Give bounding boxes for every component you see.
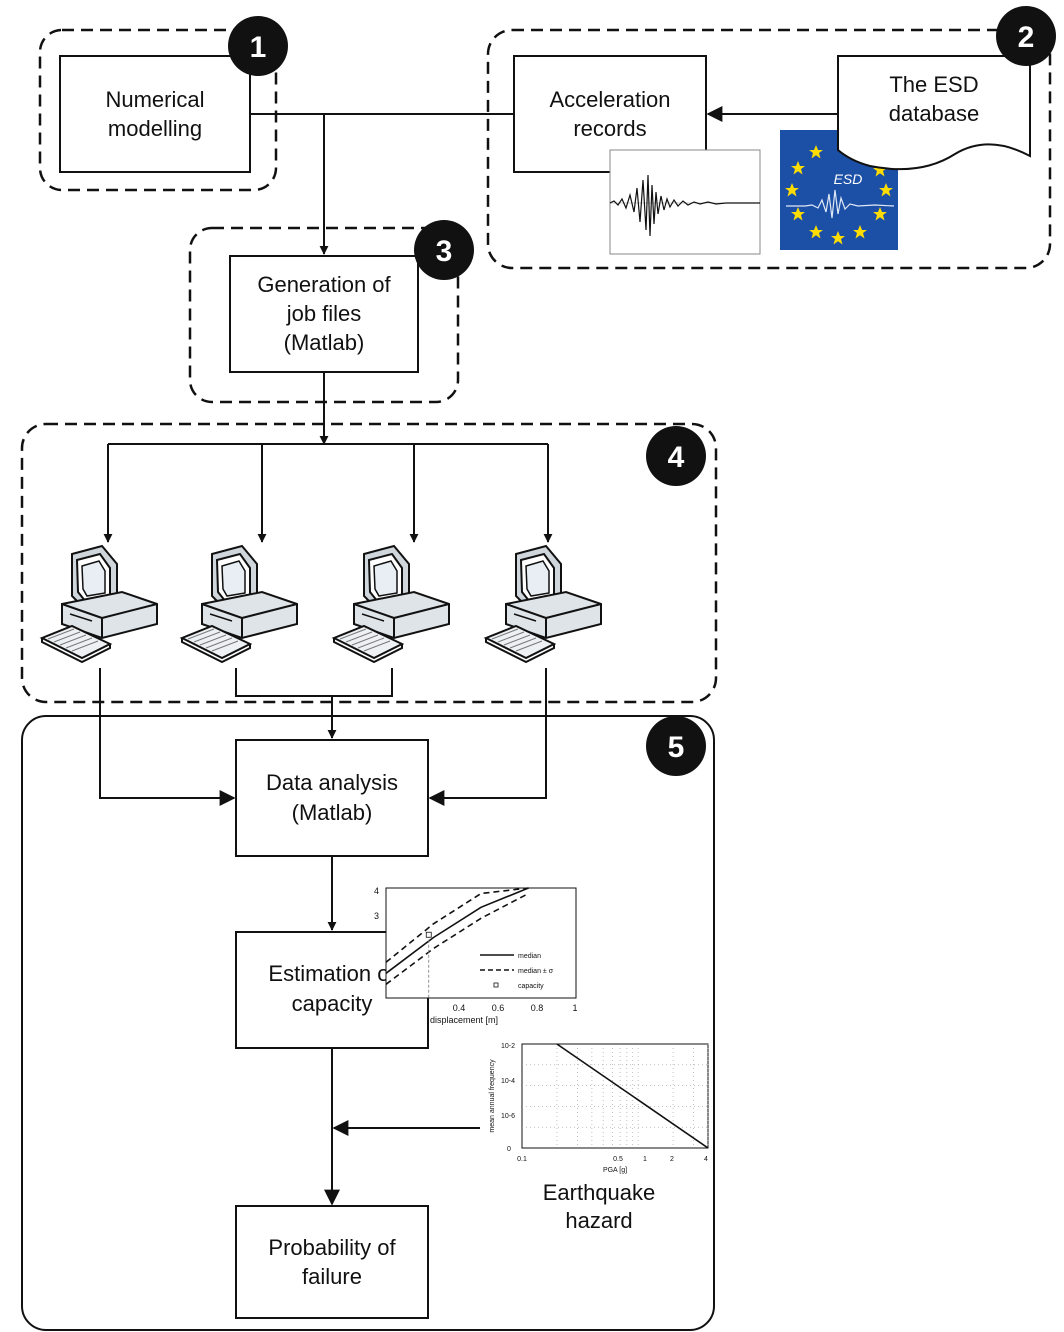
- badge-4: 4: [646, 426, 706, 486]
- job-files-line3: (Matlab): [284, 330, 365, 355]
- capacity-series-line: [385, 887, 529, 974]
- data-analysis-box: [235, 739, 429, 857]
- badge-4-label: 4: [668, 441, 685, 474]
- capacity-x-tick-0.4: 0.4: [453, 1003, 466, 1013]
- hazard-curve: [556, 1043, 709, 1149]
- numerical-modelling-line1: Numerical: [105, 87, 204, 112]
- hazard-chart-frame: [521, 1043, 709, 1149]
- capacity-line1: Estimation of: [268, 961, 396, 986]
- badge-1: 1: [228, 16, 288, 76]
- badge-3-circle: [414, 220, 474, 280]
- hazard-series-group: [556, 1043, 709, 1149]
- connectors: [99, 106, 838, 1206]
- esd-database-line1: The ESD: [889, 72, 978, 97]
- esd-database-line2: database: [889, 101, 980, 126]
- badge-3: 3: [414, 220, 474, 280]
- capacity-x-label: displacement [m]: [430, 1015, 498, 1025]
- acceleration-records-line1: Acceleration: [549, 87, 670, 112]
- badge-5: 5: [646, 716, 706, 776]
- computer-icon: [333, 545, 450, 663]
- hazard-grid: [522, 1044, 709, 1148]
- hazard-y-label: mean annual frequency: [489, 1059, 496, 1133]
- capacity-series-line: [385, 887, 529, 963]
- badge-2-circle: [996, 6, 1056, 66]
- badge-5-label: 5: [668, 731, 685, 764]
- capacity-chart-frame: [385, 887, 577, 999]
- hazard-x-tick-4: 4: [704, 1156, 708, 1163]
- badge-3-label: 3: [436, 235, 453, 268]
- hazard-x-tick-2: 2: [670, 1156, 674, 1163]
- group-5-frame: [21, 715, 715, 1331]
- document-icon: [837, 55, 1031, 171]
- badge-5-circle: [646, 716, 706, 776]
- capacity-chart: 4 3 0.4 0.6 0.8 1 displacement [m] media…: [374, 886, 578, 1025]
- acceleration-plot: [609, 149, 761, 255]
- hazard-y-tick-1e-4: 10-4: [501, 1078, 515, 1085]
- hazard-caption-line2: hazard: [565, 1208, 632, 1233]
- acceleration-records-line2: records: [573, 116, 646, 141]
- legend-label-capacity: capacity: [518, 983, 544, 990]
- capacity-legend: median median ± σ capacity: [480, 953, 554, 990]
- badge-2-label: 2: [1018, 21, 1035, 54]
- capacity-x-tick-1: 1: [572, 1003, 577, 1013]
- job-files-line2: job files: [286, 301, 362, 326]
- probability-line2: failure: [302, 1264, 362, 1289]
- data-analysis-line2: (Matlab): [292, 800, 373, 825]
- capacity-x-tick-0.8: 0.8: [531, 1003, 544, 1013]
- hazard-x-tick-0.5: 0.5: [613, 1156, 623, 1163]
- probability-box: [235, 1205, 429, 1319]
- job-files-box: [229, 255, 419, 373]
- esd-logo-text: ESD: [834, 171, 863, 187]
- capacity-line2: capacity: [292, 991, 373, 1016]
- numerical-modelling-line2: modelling: [108, 116, 202, 141]
- legend-label-sigma: median ± σ: [518, 968, 554, 975]
- badge-4-circle: [646, 426, 706, 486]
- hazard-y-tick-0: 0: [507, 1146, 511, 1153]
- hazard-y-tick-1e-6: 10-6: [501, 1113, 515, 1120]
- capacity-series-line: [385, 892, 529, 985]
- computer-icon: [181, 545, 298, 663]
- group-2-frame: [486, 28, 1052, 270]
- legend-label-median: median: [518, 953, 541, 960]
- numerical-modelling-box: [59, 55, 251, 173]
- job-files-line1: Generation of: [257, 272, 391, 297]
- hazard-y-tick-1e-2: 10-2: [501, 1043, 515, 1050]
- group-4-frame: [20, 422, 718, 704]
- legend-swatch-capacity: [493, 982, 499, 988]
- group-1-frame: [38, 28, 278, 192]
- computer-icon: [41, 545, 158, 663]
- hazard-x-tick-1: 1: [643, 1156, 647, 1163]
- data-analysis-line1: Data analysis: [266, 770, 398, 795]
- capacity-y-tick-4: 4: [374, 886, 379, 896]
- computer-icon: [485, 545, 602, 663]
- hazard-chart: 10-2 10-4 10-6 0 0.1 0.5 1 2 4 PGA [g] m…: [489, 1043, 709, 1174]
- hazard-caption-line1: Earthquake: [543, 1180, 656, 1205]
- badge-2: 2: [996, 6, 1056, 66]
- capacity-point: [425, 931, 432, 938]
- hazard-x-tick-0.1: 0.1: [517, 1156, 527, 1163]
- badge-1-circle: [228, 16, 288, 76]
- capacity-x-tick-0.6: 0.6: [492, 1003, 505, 1013]
- capacity-series-group: [385, 887, 529, 998]
- capacity-y-tick-3: 3: [374, 911, 379, 921]
- badge-1-label: 1: [250, 31, 267, 64]
- probability-line1: Probability of: [268, 1235, 396, 1260]
- hazard-x-label: PGA [g]: [603, 1167, 627, 1174]
